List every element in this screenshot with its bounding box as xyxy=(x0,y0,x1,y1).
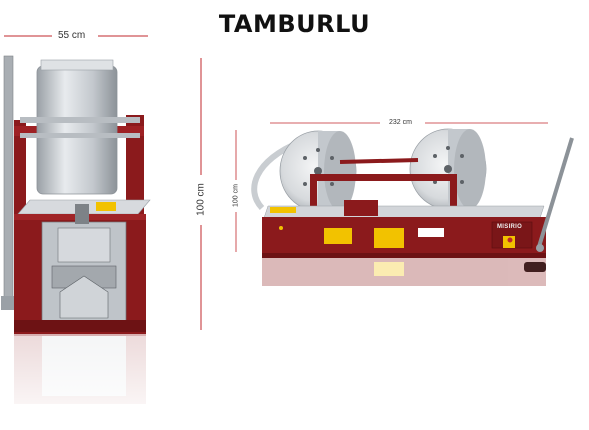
brand-logo-text: MISIRIO xyxy=(497,224,523,230)
width-dimension-label: 55 cm xyxy=(58,30,86,41)
side-view-reflection xyxy=(262,258,546,286)
height-dimension-label: 100 cm xyxy=(195,183,207,216)
length-dimension-label: 232 cm xyxy=(389,119,412,126)
side-height-dimension-label: 100 cm xyxy=(232,184,240,207)
page-title: TAMBURLU xyxy=(218,10,371,38)
side-view-machine xyxy=(251,128,574,272)
front-view-machine xyxy=(1,55,151,334)
